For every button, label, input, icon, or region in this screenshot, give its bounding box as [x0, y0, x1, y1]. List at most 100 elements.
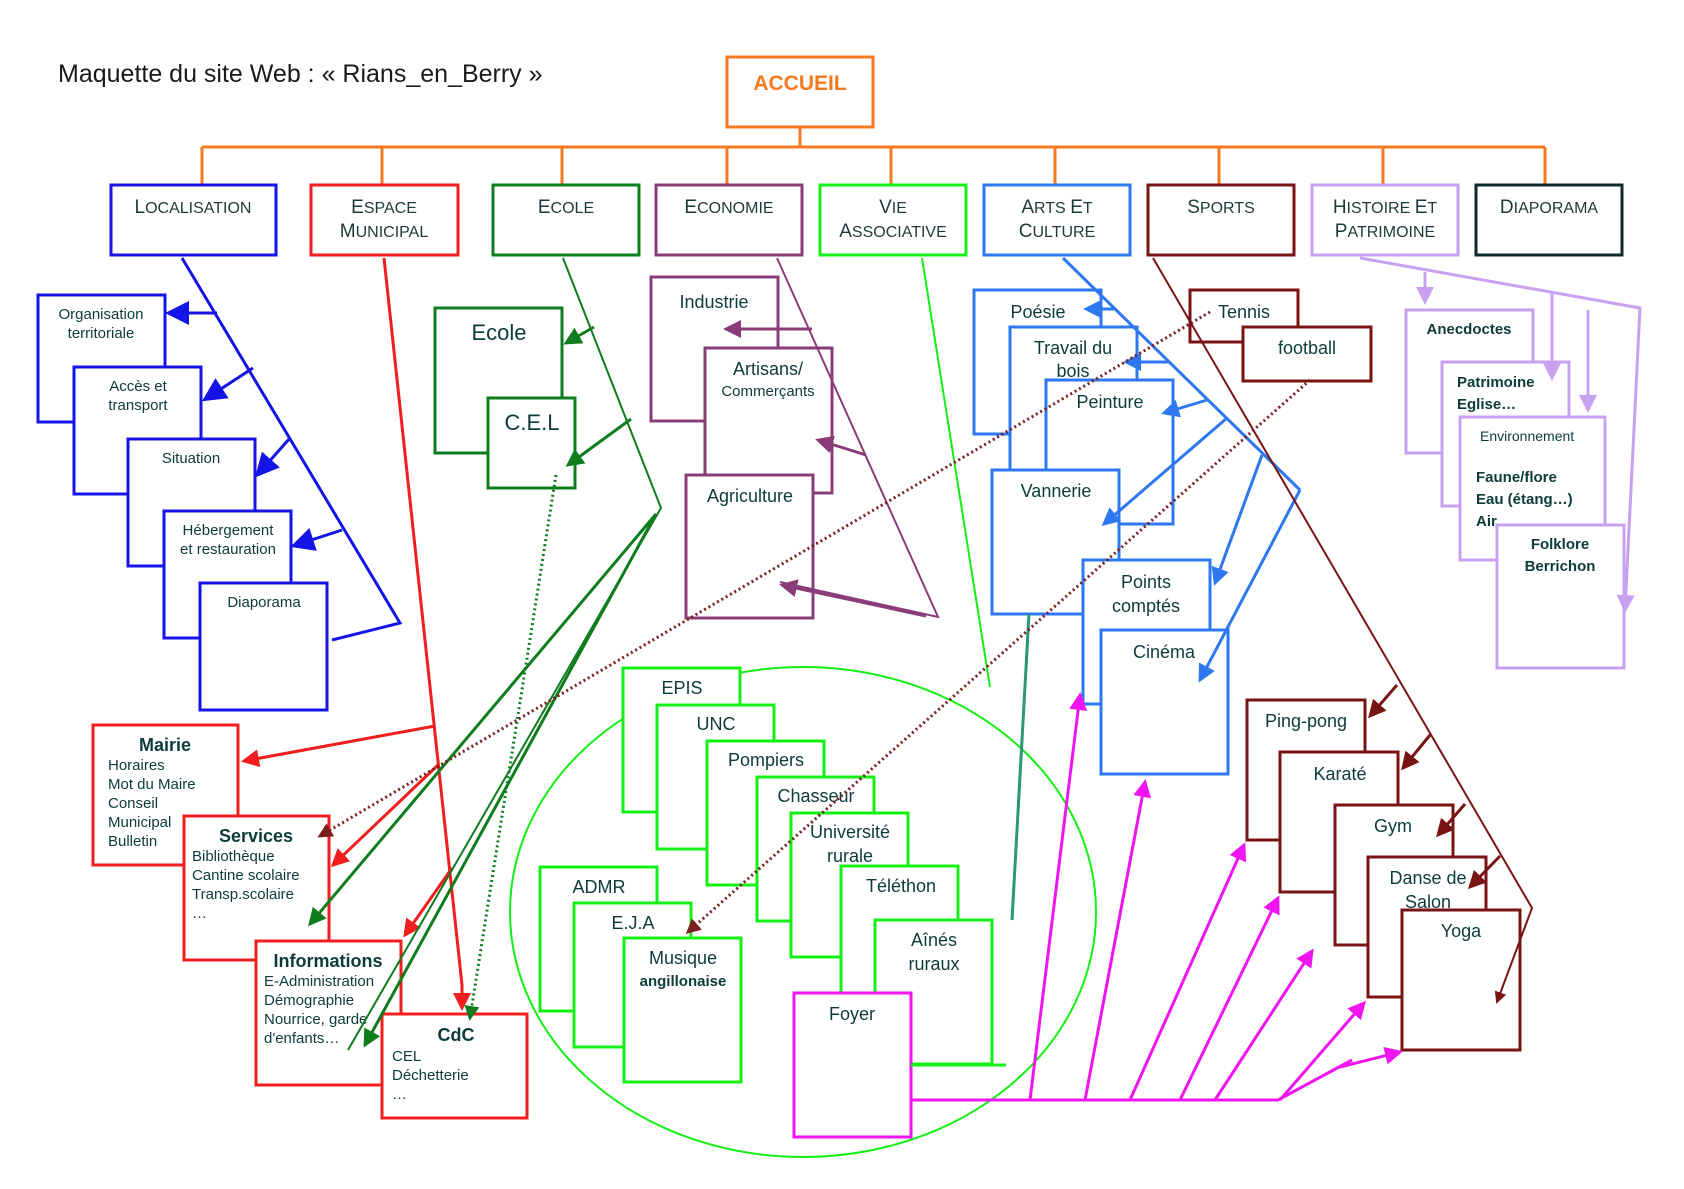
page-label: Cinéma [1133, 642, 1196, 662]
page-label: football [1278, 338, 1336, 358]
page-football[interactable]: football [1241, 325, 1373, 383]
root-connectors [200, 127, 1547, 185]
page-informations[interactable]: Informations E-Administration Démographi… [254, 939, 403, 1087]
page-item: CEL [392, 1048, 421, 1065]
page-label: comptés [1112, 596, 1180, 616]
page-sublabel: Commerçants [721, 383, 814, 400]
section-label-line1: LOCALISATION [135, 197, 252, 218]
page-label: Agriculture [707, 486, 793, 506]
page-item: d'enfants… [264, 1030, 339, 1047]
section-label-line1: ECOLE [538, 197, 594, 218]
page-label: ruraux [908, 954, 959, 974]
section-vie-associative[interactable]: VIE ASSOCIATIVE [818, 183, 968, 257]
ecole-pages: Ecole C.E.L [308, 257, 663, 1051]
vie-associative-connector [921, 257, 991, 688]
espace-municipal-pages: Mairie Horaires Mot du Maire Conseil Mun… [91, 257, 529, 1120]
page-yoga[interactable]: Yoga [1400, 908, 1522, 1052]
arts-culture-pages: Poésie Travail du bois Peinture Vannerie… [972, 256, 1302, 921]
economie-pages: Industrie Artisans/ Commerçants Agricult… [649, 257, 940, 620]
localisation-connectors [165, 257, 403, 642]
vannerie-aines-link [1010, 613, 1031, 921]
page-foyer[interactable]: Foyer [792, 991, 913, 1139]
page-agriculture[interactable]: Agriculture [684, 473, 815, 620]
page-label: Ecole [471, 320, 526, 345]
section-label-line1: ECONOMIE [684, 197, 773, 218]
sports-connectors [1152, 257, 1534, 1004]
dotted-cross-links [317, 310, 1311, 934]
page-cel[interactable]: C.E.L [486, 396, 577, 490]
page-label: Situation [162, 450, 220, 467]
page-label: ADMR [573, 877, 626, 897]
histoire-patrimoine-pages: Anecdoctes Patrimoine Eglise… Environnem… [1359, 256, 1642, 670]
arts-culture-connectors [1061, 256, 1302, 683]
page-item: Bulletin [108, 833, 157, 850]
page-item: Bibliothèque [192, 848, 275, 865]
page-item: Horaires [108, 757, 165, 774]
page-label: Peinture [1076, 392, 1143, 412]
section-label-line2: PATRIMOINE [1335, 221, 1435, 242]
page-item: Mot du Maire [108, 776, 196, 793]
page-label: Aînés [911, 930, 957, 950]
page-services[interactable]: Services Bibliothèque Cantine scolaire T… [182, 814, 331, 962]
page-label: transport [108, 397, 168, 414]
accueil-label: ACCUEIL [753, 72, 847, 95]
page-label: Gym [1374, 816, 1412, 836]
page-label: Anecdoctes [1426, 321, 1511, 338]
page-label: Eglise… [1457, 396, 1516, 413]
foyer-connectors [911, 692, 1403, 1102]
page-item: … [392, 1086, 407, 1103]
page-item: … [192, 905, 207, 922]
page-label: UNC [697, 714, 736, 734]
page-label: Tennis [1218, 302, 1270, 322]
page-label: Faune/flore [1476, 469, 1557, 486]
page-label: Université [810, 822, 890, 842]
page-label: Chasseur [777, 786, 854, 806]
economie-connectors [723, 257, 940, 619]
section-localisation[interactable]: LOCALISATION [109, 183, 278, 257]
section-espace-municipal[interactable]: ESPACE MUNICIPAL [309, 183, 460, 257]
page-item: Transp.scolaire [192, 886, 294, 903]
section-label-line1: ARTS ET [1021, 197, 1093, 218]
section-ecole[interactable]: ECOLE [491, 183, 641, 257]
page-label: Salon [1405, 892, 1451, 912]
page-item: E-Administration [264, 973, 374, 990]
page-cinema[interactable]: Cinéma [1099, 628, 1230, 776]
page-title: Services [219, 826, 293, 846]
page-item: Démographie [264, 992, 354, 1009]
page-item: Municipal [108, 814, 171, 831]
page-folklore-berrichon[interactable]: Folklore Berrichon [1495, 523, 1626, 670]
page-label: Pompiers [728, 750, 804, 770]
page-label: et restauration [180, 541, 276, 558]
page-diaporama-localisation[interactable]: Diaporama [198, 581, 329, 712]
page-label: Téléthon [866, 876, 936, 896]
accueil-node[interactable]: ACCUEIL [725, 55, 875, 129]
section-label-line2: MUNICIPAL [340, 221, 429, 242]
page-artisans-commercants[interactable]: Artisans/ Commerçants [703, 346, 834, 495]
page-label: Karaté [1313, 764, 1366, 784]
section-economie[interactable]: ECONOMIE [654, 183, 804, 257]
section-histoire-patrimoine[interactable]: HISTOIRE ET PATRIMOINE [1310, 183, 1460, 257]
page-label: angillonaise [640, 973, 727, 990]
page-label: territoriale [68, 325, 135, 342]
section-label-line1: VIE [879, 197, 907, 218]
section-sports[interactable]: SPORTS [1146, 183, 1296, 257]
page-musique-angillonaise[interactable]: Musique angillonaise [622, 936, 743, 1084]
page-label: Hébergement [183, 522, 275, 539]
page-cdc[interactable]: CdC CEL Déchetterie … [380, 1012, 529, 1120]
page-label: Air [1476, 513, 1497, 530]
section-label-line1: HISTOIRE ET [1333, 197, 1438, 218]
page-label: Artisans/ [733, 359, 803, 379]
page-title: CdC [438, 1025, 475, 1045]
espace-municipal-connectors [241, 257, 471, 1011]
page-label: EPIS [661, 678, 702, 698]
page-label: Folklore [1531, 536, 1589, 553]
histoire-patrimoine-connectors [1359, 256, 1642, 613]
page-label: Accès et [109, 378, 167, 395]
section-arts-culture[interactable]: ARTS ET CULTURE [982, 183, 1132, 257]
page-label: Organisation [58, 306, 143, 323]
page-label: Ping-pong [1265, 711, 1347, 731]
page-label: Danse de [1389, 868, 1466, 888]
section-diaporama[interactable]: DIAPORAMA [1474, 183, 1624, 257]
page-item: Nourrice, garde [264, 1011, 367, 1028]
page-label: Berrichon [1525, 558, 1596, 575]
